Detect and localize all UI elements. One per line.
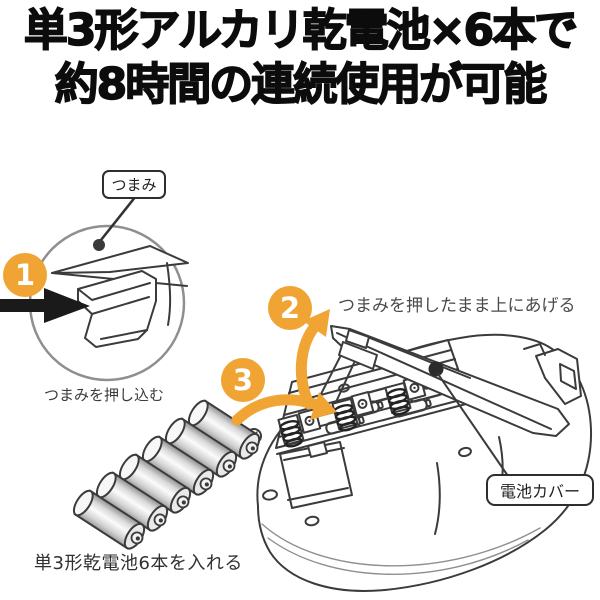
- leader-dot-icon: [428, 361, 444, 377]
- step-3-badge: 3: [221, 358, 265, 402]
- step-2-caption: つまみを押したまま上にあげる: [338, 296, 576, 316]
- step-3-number: 3: [232, 363, 254, 397]
- knob-leader: [93, 195, 138, 251]
- headline-line1: 単3形アルカリ乾電池×6本で: [23, 4, 579, 57]
- step-2-number: 2: [279, 291, 301, 325]
- step-2-badge: 2: [268, 286, 312, 330]
- leader-dot-icon: [93, 239, 105, 251]
- battery-cover-callout-label: 電池カバー: [499, 482, 580, 501]
- battery-cover-leader: [428, 361, 509, 477]
- step-1-badge: 1: [3, 253, 47, 297]
- knob-callout-label: つまみ: [111, 176, 157, 194]
- lift-arrow-icon: [295, 309, 330, 410]
- step-3-caption: 単3形乾電池6本を入れる: [34, 553, 243, 574]
- knob-callout: つまみ: [102, 170, 166, 199]
- insert-arrow-icon: [231, 392, 337, 426]
- battery-cover: [330, 325, 570, 437]
- knob-detail-circle: [0, 224, 189, 382]
- knob-tab: [77, 270, 157, 348]
- step-1-number: 1: [14, 258, 36, 292]
- step-1-caption: つまみを押し込む: [44, 386, 165, 404]
- battery-cover-callout: 電池カバー: [486, 474, 594, 506]
- headline-line2: 約8時間の連続使用が可能: [54, 58, 548, 111]
- push-arrow-icon: [0, 288, 90, 323]
